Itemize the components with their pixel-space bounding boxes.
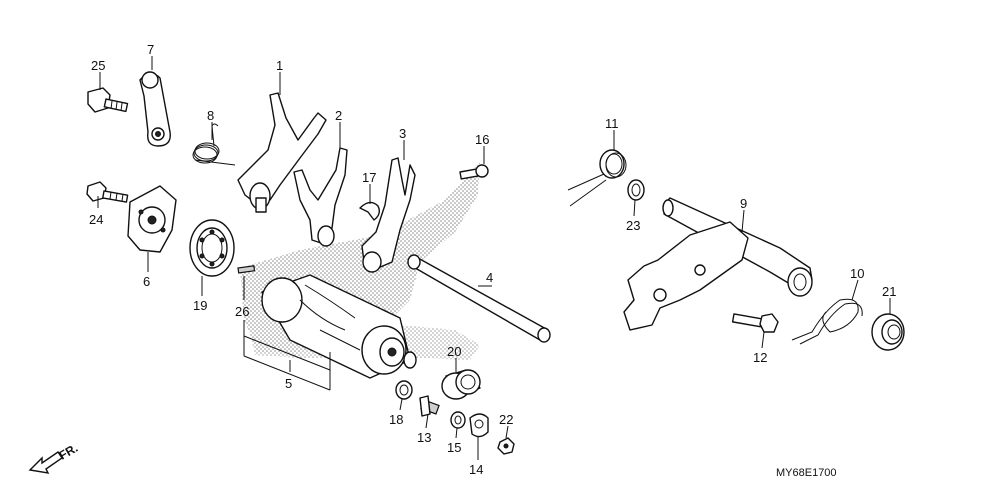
callout-11[interactable]: 11 bbox=[605, 116, 619, 131]
callout-4[interactable]: 4 bbox=[486, 270, 493, 285]
front-arrow-icon bbox=[28, 451, 63, 474]
stopper-arm-7[interactable] bbox=[139, 71, 171, 147]
spring-10[interactable] bbox=[791, 298, 863, 345]
clip-17[interactable] bbox=[359, 201, 381, 221]
washer-18[interactable] bbox=[395, 380, 413, 400]
shift-fork-1[interactable] bbox=[237, 92, 327, 213]
callout-14[interactable]: 14 bbox=[469, 462, 483, 477]
shift-fork-2[interactable] bbox=[293, 147, 348, 247]
callout-1[interactable]: 1 bbox=[276, 58, 283, 73]
circlip-23[interactable] bbox=[627, 179, 645, 201]
callout-16[interactable]: 16 bbox=[475, 132, 489, 147]
callout-22[interactable]: 22 bbox=[499, 412, 513, 427]
nut-22[interactable] bbox=[497, 437, 515, 455]
diagram-code: MY68E1700 bbox=[776, 467, 837, 479]
spring-11[interactable] bbox=[567, 149, 627, 207]
bolt-24[interactable] bbox=[86, 181, 129, 203]
washer-15[interactable] bbox=[450, 411, 466, 429]
spring-8[interactable] bbox=[192, 123, 236, 166]
callout-12[interactable]: 12 bbox=[753, 350, 767, 365]
callout-3[interactable]: 3 bbox=[399, 126, 406, 141]
callout-19[interactable]: 19 bbox=[193, 298, 207, 313]
callout-7[interactable]: 7 bbox=[147, 42, 154, 57]
callout-21[interactable]: 21 bbox=[882, 284, 896, 299]
callout-2[interactable]: 2 bbox=[335, 108, 342, 123]
oil-seal-21[interactable] bbox=[871, 313, 905, 351]
callout-18[interactable]: 18 bbox=[389, 412, 403, 427]
callout-labels: 25 7 8 1 2 3 16 17 24 6 19 4 26 5 20 18 … bbox=[89, 42, 896, 477]
callout-8[interactable]: 8 bbox=[207, 108, 214, 123]
callout-26[interactable]: 26 bbox=[235, 304, 249, 319]
callout-13[interactable]: 13 bbox=[417, 430, 431, 445]
callout-6[interactable]: 6 bbox=[143, 274, 150, 289]
pin-26[interactable] bbox=[237, 265, 256, 274]
shaft-4[interactable] bbox=[407, 254, 551, 343]
bearing-19[interactable] bbox=[189, 219, 235, 277]
leader-lines bbox=[97, 56, 891, 460]
callout-20[interactable]: 20 bbox=[447, 344, 461, 359]
callout-24[interactable]: 24 bbox=[89, 212, 103, 227]
bolt-12[interactable] bbox=[731, 313, 779, 333]
switch-13[interactable] bbox=[419, 395, 440, 417]
callout-9[interactable]: 9 bbox=[740, 196, 747, 211]
callout-10[interactable]: 10 bbox=[850, 266, 864, 281]
shift-fork-3[interactable] bbox=[361, 157, 416, 273]
bolt-25[interactable] bbox=[87, 87, 129, 113]
shift-drum-5[interactable] bbox=[261, 274, 417, 379]
star-plate-6[interactable] bbox=[127, 185, 177, 253]
callout-25[interactable]: 25 bbox=[91, 58, 105, 73]
callout-5[interactable]: 5 bbox=[285, 376, 292, 391]
front-direction-indicator: FR. bbox=[28, 441, 80, 474]
bearing-20[interactable] bbox=[441, 369, 481, 400]
bolt-16[interactable] bbox=[459, 164, 489, 180]
callout-15[interactable]: 15 bbox=[447, 440, 461, 455]
clip-14[interactable] bbox=[469, 413, 489, 438]
gearshift-spindle-9[interactable] bbox=[623, 197, 813, 331]
callout-17[interactable]: 17 bbox=[362, 170, 376, 185]
callout-23[interactable]: 23 bbox=[626, 218, 640, 233]
